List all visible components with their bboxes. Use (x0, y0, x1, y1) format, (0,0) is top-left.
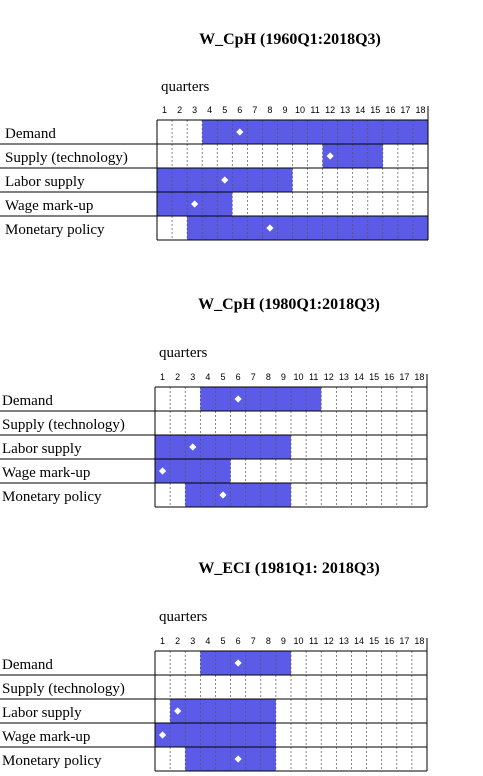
chart-title: W_CpH (1980Q1:2018Q3) (198, 296, 380, 313)
quarters-label: quarters (161, 79, 209, 95)
quarter-tick-label: 2 (175, 636, 180, 646)
diamond-marker (266, 224, 274, 232)
quarter-tick-label: 8 (267, 105, 272, 115)
quarter-tick-label: 11 (310, 105, 319, 115)
diamond-marker (191, 200, 199, 208)
diamond-marker (326, 152, 334, 160)
row-label: Monetary policy (2, 489, 102, 505)
chart-title: W_ECI (1981Q1: 2018Q3) (198, 560, 379, 577)
row-label: Monetary policy (5, 222, 105, 238)
quarter-tick-label: 5 (220, 636, 225, 646)
quarter-tick-label: 8 (266, 372, 271, 382)
diamond-marker (234, 659, 242, 667)
quarter-tick-label: 16 (385, 105, 395, 115)
diamond-marker (221, 176, 229, 184)
quarter-tick-label: 4 (207, 105, 212, 115)
quarter-tick-label: 8 (266, 636, 271, 646)
quarter-tick-label: 3 (190, 636, 195, 646)
quarter-tick-label: 3 (190, 372, 195, 382)
diamond-marker (219, 491, 227, 499)
quarter-tick-label: 18 (414, 636, 424, 646)
quarter-tick-label: 10 (294, 372, 304, 382)
quarter-tick-label: 12 (325, 105, 335, 115)
quarter-tick-label: 7 (251, 372, 256, 382)
quarter-tick-label: 11 (309, 372, 318, 382)
quarter-tick-label: 7 (252, 105, 257, 115)
quarter-tick-label: 18 (414, 372, 424, 382)
quarter-tick-label: 15 (370, 105, 380, 115)
quarter-tick-label: 9 (281, 636, 286, 646)
quarter-tick-label: 10 (294, 636, 304, 646)
quarter-tick-label: 3 (192, 105, 197, 115)
quarters-label: quarters (159, 609, 207, 625)
quarter-tick-label: 13 (339, 372, 349, 382)
filled-cells-wage-mark-up (155, 459, 231, 483)
quarter-tick-label: 10 (295, 105, 305, 115)
quarter-tick-label: 16 (384, 636, 394, 646)
quarter-tick-label: 9 (282, 105, 287, 115)
row-label: Monetary policy (2, 753, 102, 769)
quarter-tick-label: 12 (324, 372, 334, 382)
quarter-tick-label: 9 (281, 372, 286, 382)
chart-title: W_CpH (1960Q1:2018Q3) (199, 31, 381, 48)
diamond-marker (158, 467, 167, 475)
diamond-marker (234, 755, 242, 763)
row-label: Labor supply (5, 174, 85, 190)
filled-cells-labor-supply (155, 435, 291, 459)
quarter-tick-label: 18 (415, 105, 425, 115)
quarter-tick-label: 5 (220, 372, 225, 382)
filled-cells-demand (202, 120, 428, 144)
row-label: Wage mark-up (5, 198, 93, 214)
quarter-tick-label: 14 (354, 636, 364, 646)
row-label: Labor supply (2, 705, 82, 721)
quarter-tick-label: 13 (339, 636, 349, 646)
row-label: Supply (technology) (5, 150, 128, 166)
quarter-tick-label: 12 (324, 636, 334, 646)
quarter-tick-label: 15 (369, 636, 379, 646)
row-label: Demand (2, 657, 53, 673)
quarter-tick-label: 5 (222, 105, 227, 115)
quarter-tick-label: 14 (355, 105, 365, 115)
quarter-tick-label: 2 (175, 372, 180, 382)
quarter-tick-label: 1 (162, 105, 167, 115)
row-label: Supply (technology) (2, 417, 125, 433)
row-label: Wage mark-up (2, 729, 90, 745)
quarter-tick-label: 1 (160, 636, 165, 646)
quarters-label: quarters (159, 345, 207, 361)
diamond-marker (236, 128, 244, 136)
quarter-tick-label: 15 (369, 372, 379, 382)
diamond-marker (174, 707, 182, 715)
filled-cells-monetary-policy (185, 483, 291, 507)
quarter-tick-label: 17 (399, 372, 409, 382)
filled-cells-labor-supply (170, 699, 276, 723)
row-label: Demand (5, 126, 56, 142)
quarter-tick-label: 2 (177, 105, 182, 115)
quarter-tick-label: 17 (399, 636, 409, 646)
quarter-tick-label: 4 (205, 372, 210, 382)
quarter-tick-label: 6 (236, 636, 241, 646)
quarter-tick-label: 16 (384, 372, 394, 382)
row-label: Wage mark-up (2, 465, 90, 481)
row-label: Supply (technology) (2, 681, 125, 697)
row-label: Demand (2, 393, 53, 409)
quarter-tick-label: 11 (309, 636, 318, 646)
diamond-marker (234, 395, 242, 403)
quarter-tick-label: 14 (354, 372, 364, 382)
quarter-tick-label: 6 (236, 372, 241, 382)
quarter-tick-label: 13 (340, 105, 350, 115)
quarter-tick-label: 1 (160, 372, 165, 382)
quarter-tick-label: 17 (400, 105, 410, 115)
quarter-tick-label: 7 (251, 636, 256, 646)
quarter-tick-label: 4 (205, 636, 210, 646)
quarter-tick-label: 6 (237, 105, 242, 115)
row-label: Labor supply (2, 441, 82, 457)
diamond-marker (189, 443, 197, 451)
diamond-marker (158, 731, 167, 739)
